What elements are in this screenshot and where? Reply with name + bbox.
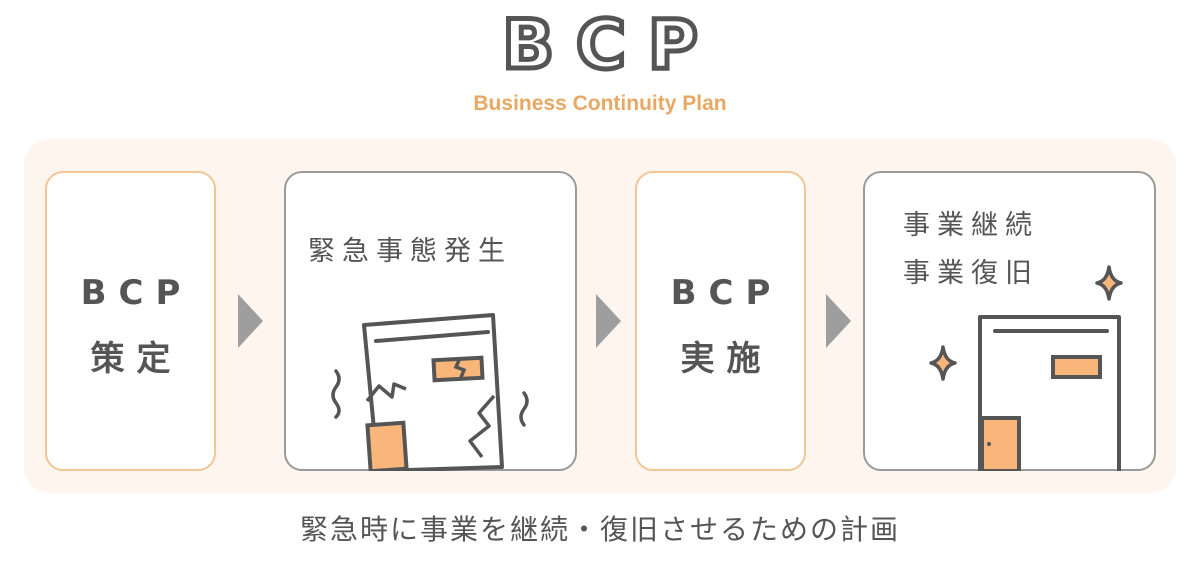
damaged-building-icon xyxy=(331,313,529,471)
step-4-heading-line1: 事業継続 xyxy=(903,210,1039,241)
step-card-bcp-planning: BCP 策定 xyxy=(45,171,216,471)
step-card-business-continuity: 事業継続 事業復旧 xyxy=(863,171,1156,471)
arrow-right-icon xyxy=(596,294,621,348)
step-card-emergency: 緊急事態発生 xyxy=(284,171,577,471)
logo-letters: BCP xyxy=(500,4,720,88)
restored-building-icon xyxy=(929,265,1123,471)
step-3-line2: 実施 xyxy=(680,339,773,379)
arrow-right-icon xyxy=(826,294,851,348)
logo: BCP xyxy=(0,4,1200,88)
step-card-bcp-implementation: BCP 実施 xyxy=(635,171,806,471)
step-4-heading-line2: 事業復旧 xyxy=(903,258,1039,289)
logo-subtitle: Business Continuity Plan xyxy=(473,92,727,115)
step-1-line2: 策定 xyxy=(90,339,183,379)
caption: 緊急時に事業を継続・復旧させるための計画 xyxy=(299,513,900,546)
step-2-heading: 緊急事態発生 xyxy=(308,236,512,267)
step-1-line1: BCP xyxy=(80,273,193,313)
arrow-right-icon xyxy=(238,294,263,348)
step-3-line1: BCP xyxy=(670,273,783,313)
